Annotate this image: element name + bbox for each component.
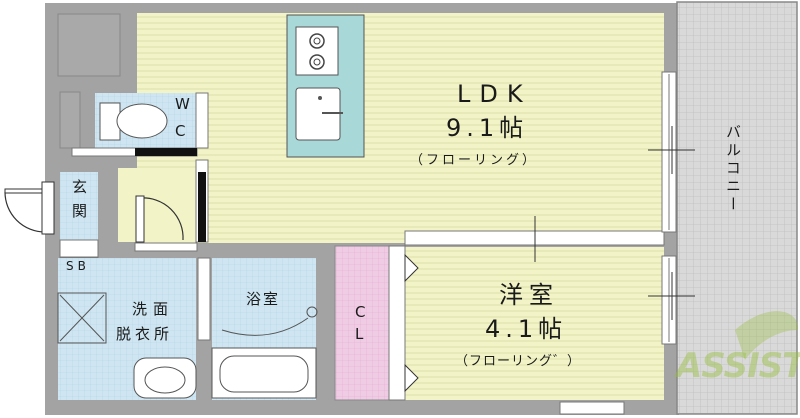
- ldk-floor-type: （フローリング）: [410, 153, 539, 168]
- closet: [334, 245, 390, 401]
- washroom-label-2: 脱衣所: [116, 325, 174, 343]
- bath-label: 浴室: [246, 290, 281, 308]
- entrance-label-1: 玄: [72, 178, 90, 196]
- western-room-floor: [405, 247, 664, 400]
- closet-label-c: C: [355, 303, 368, 321]
- ldk-size: 9.1帖: [446, 114, 529, 142]
- entrance-label-2: 関: [72, 202, 90, 220]
- hallway-floor: [118, 168, 198, 242]
- shoebox-label: SB: [66, 259, 90, 273]
- entrance-floor: [60, 172, 98, 240]
- western-room-size: 4.1帖: [485, 315, 568, 343]
- wc-label-w: W: [175, 95, 192, 113]
- ldk-floor: [137, 13, 664, 243]
- stove: [295, 26, 339, 76]
- assist-logo: ASSIST: [676, 346, 800, 386]
- balcony: [676, 1, 798, 415]
- western-room-floor-type: （フローリング゛）: [455, 354, 582, 369]
- western-room-label: 洋室: [499, 281, 559, 309]
- wc-label-c: C: [175, 122, 188, 140]
- ldk-label: LDK: [457, 80, 532, 108]
- balcony-label: バルコニー: [724, 124, 742, 214]
- washroom-label-1: 洗面: [132, 300, 175, 318]
- closet-label-l: L: [355, 325, 366, 343]
